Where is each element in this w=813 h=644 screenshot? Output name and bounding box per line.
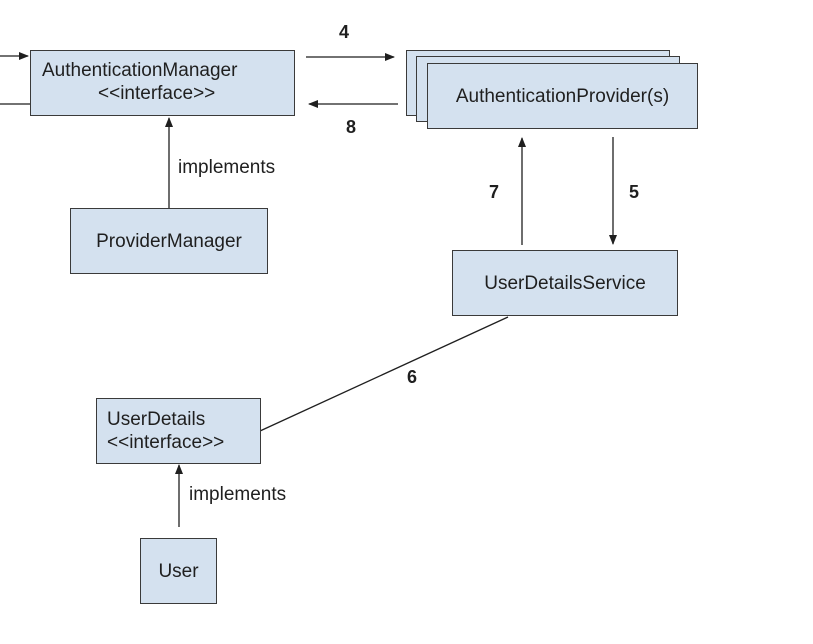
user-details-name: UserDetails <box>107 409 206 430</box>
step-number-4: 4 <box>339 22 350 42</box>
implements-label-bottom: implements <box>189 484 287 505</box>
user-box: User <box>140 538 217 604</box>
authentication-manager-name: AuthenticationManager <box>42 60 238 81</box>
user-details-box: UserDetails <<interface>> <box>96 398 261 464</box>
authentication-provider-box: AuthenticationProvider(s) <box>427 63 698 129</box>
line-step-6 <box>259 316 509 432</box>
step-number-6: 6 <box>407 367 418 387</box>
authentication-manager-box: AuthenticationManager <<interface>> <box>30 50 295 116</box>
authentication-manager-stereotype: <<interface>> <box>98 83 216 104</box>
provider-manager-label: ProviderManager <box>96 230 242 252</box>
authentication-provider-label: AuthenticationProvider(s) <box>455 85 670 107</box>
user-details-service-label: UserDetailsService <box>484 272 646 294</box>
implements-label-top: implements <box>178 157 276 178</box>
user-details-service-box: UserDetailsService <box>452 250 678 316</box>
step-number-5: 5 <box>629 182 640 202</box>
user-label: User <box>158 560 199 582</box>
user-details-stereotype: <<interface>> <box>107 432 225 453</box>
provider-manager-box: ProviderManager <box>70 208 268 274</box>
step-number-8: 8 <box>346 117 357 137</box>
step-number-7: 7 <box>489 182 500 202</box>
